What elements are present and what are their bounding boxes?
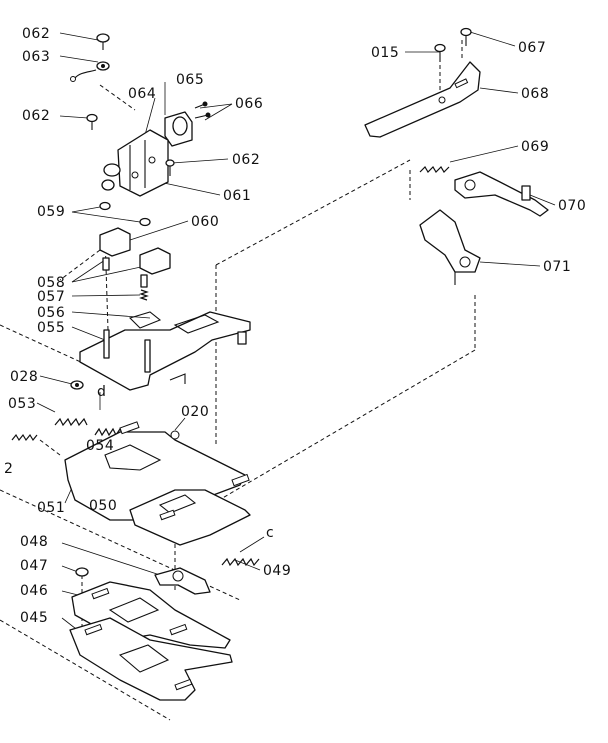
label-058: 058 xyxy=(37,275,65,291)
label-062-left: 062 xyxy=(22,108,50,124)
label-050: 050 xyxy=(89,498,117,514)
label-048: 048 xyxy=(20,534,48,550)
washer-063 xyxy=(70,61,110,82)
label-067: 067 xyxy=(518,40,546,56)
label-060: 060 xyxy=(191,214,219,230)
label-015: 015 xyxy=(371,45,399,61)
screw-015 xyxy=(434,43,446,62)
screw-062-left xyxy=(86,113,98,130)
label-069: 069 xyxy=(521,139,549,155)
label-064: 064 xyxy=(128,86,156,102)
nuts-059 xyxy=(99,201,151,227)
label-059: 059 xyxy=(37,204,65,220)
plate-045 xyxy=(69,617,233,701)
leader-lines xyxy=(36,31,556,633)
alignment-lines xyxy=(0,40,476,721)
spring-049 xyxy=(221,557,260,567)
lever-048 xyxy=(154,567,211,595)
label-052: 2 xyxy=(4,461,13,477)
label-061: 061 xyxy=(223,188,251,204)
spring-069 xyxy=(419,166,450,173)
arm-070 xyxy=(454,171,549,217)
label-066: 066 xyxy=(235,96,263,112)
label-046: 046 xyxy=(20,583,48,599)
bracket-068 xyxy=(364,61,481,138)
arm-071 xyxy=(419,209,481,285)
label-065: 065 xyxy=(176,72,204,88)
label-c: c xyxy=(266,525,274,541)
screw-067 xyxy=(460,27,472,46)
label-063: 063 xyxy=(22,49,50,65)
plate-050 xyxy=(129,489,251,546)
label-056: 056 xyxy=(37,305,65,321)
label-049: 049 xyxy=(263,563,291,579)
springs-058-057 xyxy=(102,257,149,301)
label-055: 055 xyxy=(37,320,65,336)
screw-062-right xyxy=(165,159,175,176)
label-020: 020 xyxy=(181,404,209,420)
label-062-right: 062 xyxy=(232,152,260,168)
label-d: d xyxy=(97,384,106,400)
bracket-061 xyxy=(101,129,169,197)
part-labels: 062 063 065 064 066 062 062 061 059 060 … xyxy=(4,26,586,626)
spring-d xyxy=(94,427,124,437)
label-045: 045 xyxy=(20,610,48,626)
label-054: 054 xyxy=(86,438,114,454)
label-051: 051 xyxy=(37,500,65,516)
spring-053 xyxy=(54,417,88,427)
label-028: 028 xyxy=(10,369,38,385)
washer-047 xyxy=(75,567,89,577)
label-047: 047 xyxy=(20,558,48,574)
nut-028 xyxy=(70,380,84,390)
label-053: 053 xyxy=(8,396,36,412)
label-071: 071 xyxy=(543,259,571,275)
spring-052 xyxy=(11,433,38,442)
plate-055 xyxy=(79,311,251,391)
switch-060 xyxy=(99,227,171,275)
label-062-top: 062 xyxy=(22,26,50,42)
label-068: 068 xyxy=(521,86,549,102)
label-070: 070 xyxy=(558,198,586,214)
label-057: 057 xyxy=(37,289,65,305)
screw-062-top xyxy=(96,33,110,50)
motor-065 xyxy=(164,101,211,147)
